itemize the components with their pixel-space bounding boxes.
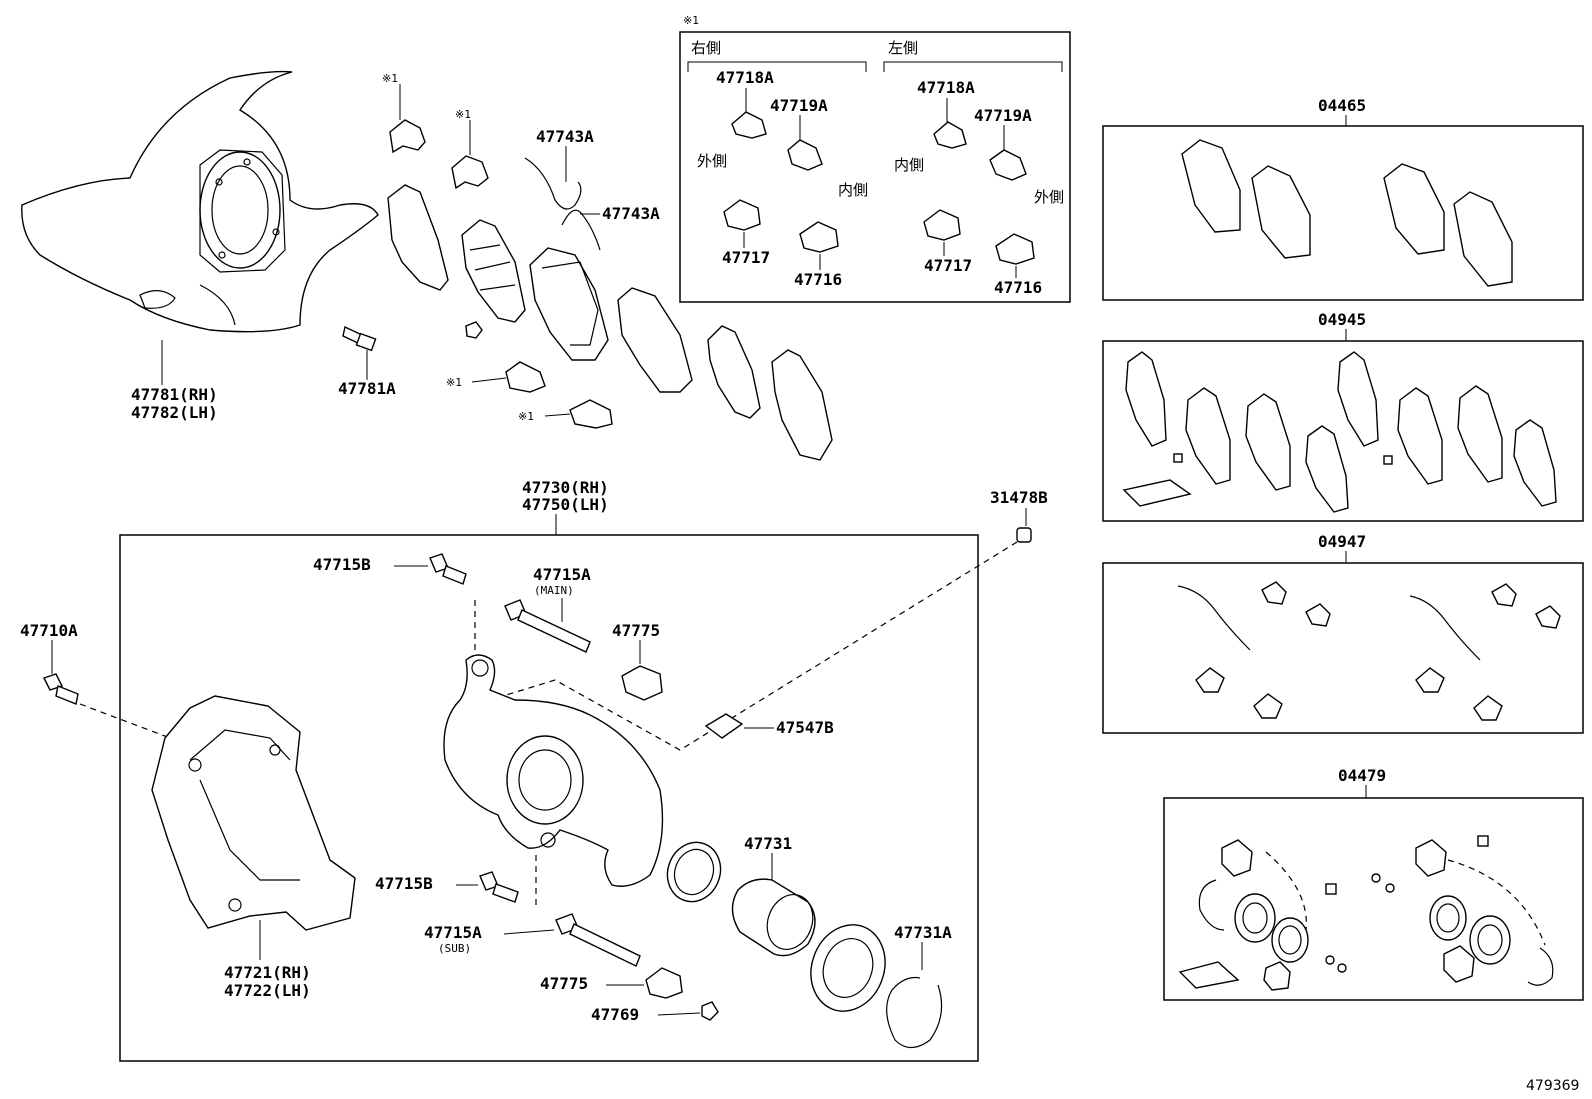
detail-box-mark: ※1 xyxy=(683,14,699,27)
pad-support-spring-a[interactable] xyxy=(524,157,582,210)
set-ring[interactable] xyxy=(886,976,943,1049)
pin-bolt-top[interactable] xyxy=(429,553,467,585)
l-shim-inner[interactable] xyxy=(923,209,961,241)
brake-pad-backing[interactable] xyxy=(617,287,693,393)
detail-box-frame xyxy=(679,31,1071,303)
r-anti-squeal-b-label[interactable]: 47719A xyxy=(770,96,828,115)
pin-sub-label[interactable]: 47715A xyxy=(424,923,482,942)
r-shim-outer[interactable] xyxy=(723,199,761,231)
brake-pad-main[interactable] xyxy=(529,247,609,361)
l-anti-squeal-b[interactable] xyxy=(989,149,1027,181)
l-anti-squeal-b-label[interactable]: 47719A xyxy=(974,106,1032,125)
kit-04465-frame[interactable] xyxy=(1102,125,1584,301)
mount-bolt[interactable] xyxy=(43,673,79,705)
brake-pad-inner[interactable] xyxy=(461,219,526,323)
anti-squeal-clip-1[interactable] xyxy=(389,119,426,154)
shield-lh-label[interactable]: 47782(LH) xyxy=(131,403,218,422)
mounting-lh-label[interactable]: 47722(LH) xyxy=(224,981,311,1000)
boot-top[interactable] xyxy=(621,665,663,701)
boot-bottom[interactable] xyxy=(645,967,683,999)
pin-bolt-bottom[interactable] xyxy=(479,871,519,903)
piston-boot[interactable] xyxy=(799,914,897,1021)
caliper-lh-label[interactable]: 47750(LH) xyxy=(522,495,609,514)
l-inner-label: 内側 xyxy=(894,156,924,174)
right-side-heading: 右側 xyxy=(691,39,721,57)
kit-04479-parts xyxy=(1178,835,1554,991)
diagram-id: 479369 xyxy=(1526,1078,1579,1094)
note-mark-2: ※1 xyxy=(455,108,471,121)
r-anti-squeal-a-label[interactable]: 47718A xyxy=(716,68,774,87)
guide-pin-main[interactable] xyxy=(504,599,591,653)
caliper-rh-label[interactable]: 47730(RH) xyxy=(522,478,609,497)
pin-bolt-top-label[interactable]: 47715B xyxy=(313,555,371,574)
kit-04947-code[interactable]: 04947 xyxy=(1318,532,1366,551)
kit-04465-pads xyxy=(1181,139,1513,287)
brake-pad-shim-1[interactable] xyxy=(707,325,761,419)
shield-rh-label[interactable]: 47781(RH) xyxy=(131,385,218,404)
r-anti-squeal-a[interactable] xyxy=(731,111,767,139)
mount-bolt-label[interactable]: 47710A xyxy=(20,621,78,640)
ring-label[interactable]: 47731A xyxy=(894,923,952,942)
bleeder-plug[interactable] xyxy=(704,713,744,739)
bleeder-cap[interactable] xyxy=(1016,527,1032,543)
l-anti-squeal-a-label[interactable]: 47718A xyxy=(917,78,975,97)
bleeder-cap-label[interactable]: 31478B xyxy=(990,488,1048,507)
piston-seal[interactable] xyxy=(659,835,728,909)
kit-04947-clips xyxy=(1177,581,1561,721)
l-outer-label: 外側 xyxy=(1034,188,1064,206)
pin-main-note: (MAIN) xyxy=(534,584,574,597)
shield-bolt[interactable] xyxy=(342,325,377,352)
boot-bottom-label[interactable]: 47775 xyxy=(540,974,588,993)
mounting-rh-label[interactable]: 47721(RH) xyxy=(224,963,311,982)
r-shim-outer-label[interactable]: 47717 xyxy=(722,248,770,267)
brake-pad-outer[interactable] xyxy=(387,184,449,291)
bushing[interactable] xyxy=(701,1001,719,1021)
spring-label-b[interactable]: 47743A xyxy=(602,204,660,223)
spring-label-a[interactable]: 47743A xyxy=(536,127,594,146)
pad-clip-lower-2[interactable] xyxy=(569,399,613,429)
r-anti-squeal-b[interactable] xyxy=(787,139,823,171)
kit-04945-pads xyxy=(1122,351,1557,513)
piston[interactable] xyxy=(731,878,820,957)
kit-04465-code[interactable]: 04465 xyxy=(1318,96,1366,115)
pad-small-nut[interactable] xyxy=(465,321,483,339)
l-shim-outer-label[interactable]: 47716 xyxy=(994,278,1042,297)
kit-04945-frame[interactable] xyxy=(1102,340,1584,522)
r-outer-label: 外側 xyxy=(697,152,727,170)
pin-bolt-bottom-label[interactable]: 47715B xyxy=(375,874,433,893)
shield-bolt-label[interactable]: 47781A xyxy=(338,379,396,398)
left-side-heading: 左側 xyxy=(888,39,918,57)
kit-04945-code[interactable]: 04945 xyxy=(1318,310,1366,329)
l-shim-outer[interactable] xyxy=(995,233,1035,265)
anti-squeal-clip-2[interactable] xyxy=(451,155,489,190)
kit-04479-frame[interactable] xyxy=(1163,797,1584,1001)
r-inner-label: 内側 xyxy=(838,181,868,199)
pin-sub-note: (SUB) xyxy=(438,942,471,955)
caliper-assembly-frame xyxy=(119,534,979,1062)
pin-main-label[interactable]: 47715A xyxy=(533,565,591,584)
kit-04947-frame[interactable] xyxy=(1102,562,1584,734)
kit-04479-code[interactable]: 04479 xyxy=(1338,766,1386,785)
bushing-label[interactable]: 47769 xyxy=(591,1005,639,1024)
guide-pin-sub[interactable] xyxy=(555,913,641,967)
brake-pad-shim-2[interactable] xyxy=(771,349,833,461)
pad-clip-lower-1[interactable] xyxy=(505,361,546,393)
l-shim-inner-label[interactable]: 47717 xyxy=(924,256,972,275)
note-mark-3: ※1 xyxy=(446,376,462,389)
caliper-cylinder[interactable] xyxy=(443,654,664,887)
l-anti-squeal-a[interactable] xyxy=(933,121,967,149)
note-mark-1: ※1 xyxy=(382,72,398,85)
caliper-mounting[interactable] xyxy=(151,695,356,931)
cylinder-kit-label[interactable]: 47731 xyxy=(744,834,792,853)
r-shim-inner-label[interactable]: 47716 xyxy=(794,270,842,289)
r-shim-inner[interactable] xyxy=(799,221,839,253)
boot-top-label[interactable]: 47775 xyxy=(612,621,660,640)
note-mark-4: ※1 xyxy=(518,410,534,423)
dust-cover-shield[interactable] xyxy=(21,70,379,333)
bleeder-plug-label[interactable]: 47547B xyxy=(776,718,834,737)
pad-support-spring-b[interactable] xyxy=(561,209,601,251)
